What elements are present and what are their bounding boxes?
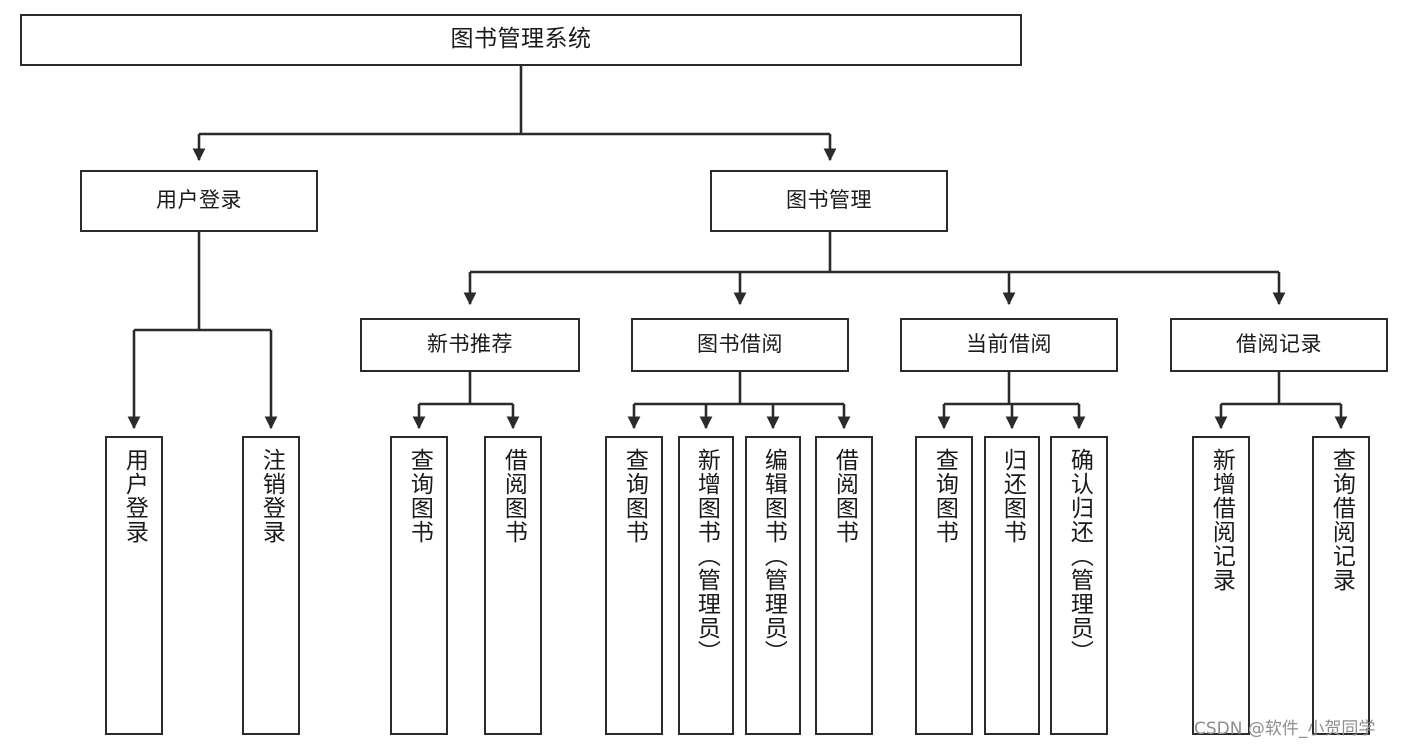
leaf-borrow-borrow-book[interactable]: 借阅图书: [815, 436, 873, 735]
leaf-borrow-edit-book-admin[interactable]: 编辑图书（管理员）: [745, 436, 801, 735]
node-user-login[interactable]: 用户登录: [80, 170, 318, 232]
node-book-management[interactable]: 图书管理: [710, 170, 948, 232]
node-label: 归还图书: [999, 448, 1026, 544]
node-label: 用户登录: [156, 188, 242, 213]
node-label: 图书借阅: [697, 332, 783, 357]
node-root-system[interactable]: 图书管理系统: [20, 14, 1022, 66]
node-current-borrow[interactable]: 当前借阅: [900, 318, 1118, 372]
node-label: 用户登录: [121, 448, 148, 544]
node-label: 新增图书（管理员）: [693, 448, 720, 664]
leaf-current-query-book[interactable]: 查询图书: [915, 436, 973, 735]
node-label: 查询图书: [621, 448, 648, 544]
leaf-record-query-record[interactable]: 查询借阅记录: [1312, 436, 1370, 735]
node-label: 查询图书: [931, 448, 958, 544]
node-new-book-recommend[interactable]: 新书推荐: [360, 318, 580, 372]
leaf-user-logout[interactable]: 注销登录: [242, 436, 300, 735]
node-label: 借阅图书: [500, 448, 527, 544]
leaf-recommend-query-book[interactable]: 查询图书: [390, 436, 448, 735]
leaf-borrow-add-book-admin[interactable]: 新增图书（管理员）: [678, 436, 734, 735]
node-label: 图书管理系统: [450, 26, 592, 53]
csdn-watermark: CSDN @软件_小贺同学: [1194, 719, 1376, 739]
node-label: 查询借阅记录: [1328, 448, 1355, 592]
node-label: 借阅记录: [1236, 332, 1322, 357]
node-borrow-record[interactable]: 借阅记录: [1170, 318, 1388, 372]
node-book-borrow[interactable]: 图书借阅: [631, 318, 849, 372]
node-label: 当前借阅: [966, 332, 1052, 357]
leaf-user-login[interactable]: 用户登录: [105, 436, 163, 735]
leaf-record-add-record[interactable]: 新增借阅记录: [1192, 436, 1250, 735]
node-label: 借阅图书: [831, 448, 858, 544]
leaf-borrow-query-book[interactable]: 查询图书: [605, 436, 663, 735]
node-label: 确认归还（管理员）: [1066, 448, 1093, 664]
node-label: 新书推荐: [427, 332, 513, 357]
node-label: 图书管理: [786, 188, 872, 213]
leaf-recommend-borrow-book[interactable]: 借阅图书: [484, 436, 542, 735]
leaf-current-confirm-return-admin[interactable]: 确认归还（管理员）: [1050, 436, 1108, 735]
node-label: 查询图书: [406, 448, 433, 544]
node-label: 编辑图书（管理员）: [760, 448, 787, 664]
leaf-current-return-book[interactable]: 归还图书: [984, 436, 1040, 735]
node-label: 新增借阅记录: [1208, 448, 1235, 592]
node-label: 注销登录: [258, 448, 285, 544]
